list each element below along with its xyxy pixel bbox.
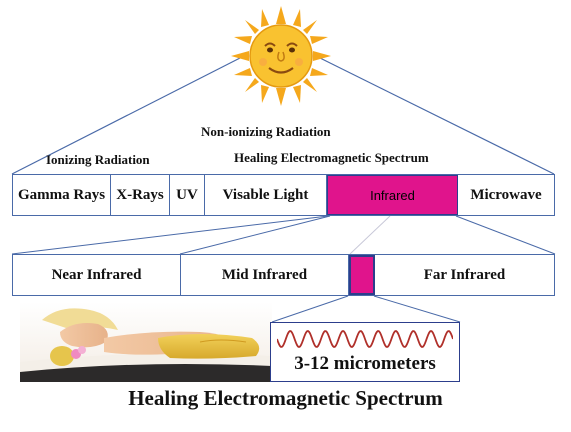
non-ionizing-label: Non-ionizing Radiation (201, 124, 331, 139)
wavelength-box: 3-12 micrometers (270, 322, 460, 382)
footer-title: Healing Electromagnetic Spectrum (128, 386, 443, 410)
band-gamma-rays: Gamma Rays (13, 175, 111, 215)
band-uv: UV (170, 175, 205, 215)
band-far-infrared: Far Infrared (423, 266, 506, 283)
spectrum-band-row: Gamma Rays X-Rays UV Visable Light Infra… (12, 174, 555, 216)
sun-face-icon (231, 6, 331, 106)
relaxing-woman-photo (20, 302, 272, 382)
infrared-band-row: Near Infrared Mid Infrared Far Infrared (12, 254, 555, 296)
infrared-marker (349, 255, 375, 295)
ionizing-label: Ionizing Radiation (46, 152, 150, 167)
band-near-infrared: Near Infrared (13, 255, 181, 295)
band-visible-light: Visable Light (205, 175, 327, 215)
healing-spectrum-label: Healing Electromagnetic Spectrum (234, 150, 429, 165)
band-mid-infrared: Mid Infrared (181, 255, 349, 295)
band-infrared: Infrared (327, 175, 458, 215)
wavelength-label: 3-12 micrometers (294, 353, 436, 374)
band-microwave: Microwave (470, 186, 542, 203)
band-x-rays: X-Rays (111, 175, 170, 215)
sine-wave-icon (277, 329, 453, 349)
